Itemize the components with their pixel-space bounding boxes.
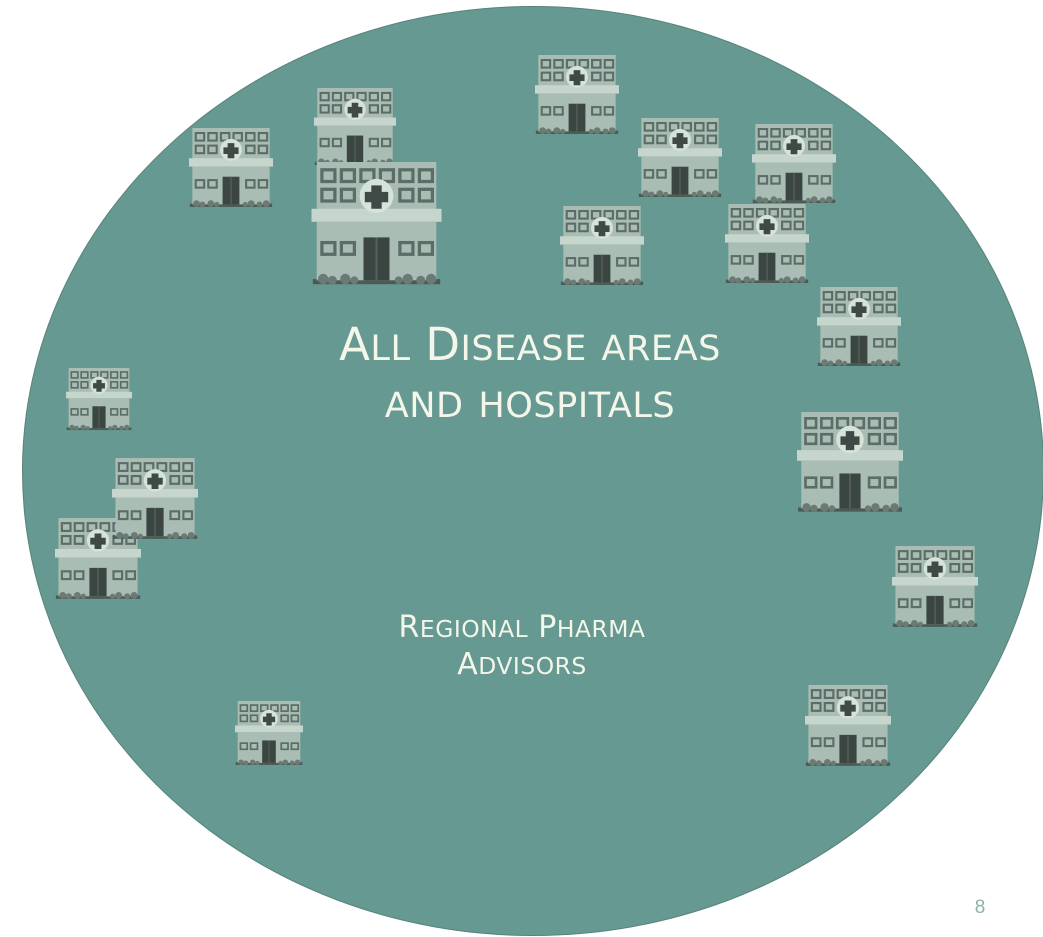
hospital-building-icon	[110, 458, 200, 544]
hospital-building-icon	[186, 128, 276, 212]
main-label-line-1: ALL DISEASE AREAS	[339, 318, 721, 371]
page-number: 8	[974, 897, 986, 918]
main-label-line-2: AND HOSPITALS	[384, 385, 676, 426]
hospital-building-icon	[533, 55, 621, 139]
hospital-building-icon	[310, 88, 400, 170]
hospital-building-icon	[635, 118, 725, 202]
hospital-building-icon	[722, 204, 812, 288]
hospital-building-icon	[803, 685, 893, 771]
hospital-building-icon	[62, 368, 136, 434]
hospital-building-icon	[749, 124, 839, 208]
hospital-building-icon	[305, 162, 448, 292]
sub-label-line-2: ADVISORS	[457, 647, 587, 682]
hospital-building-icon	[890, 546, 980, 632]
sub-label: REGIONAL PHARMA ADVISORS	[272, 610, 772, 684]
hospital-building-icon	[558, 206, 646, 290]
hospital-building-icon	[232, 701, 306, 769]
sub-label-line-1: REGIONAL PHARMA	[398, 610, 646, 645]
main-label: ALL DISEASE AREAS AND HOSPITALS	[200, 318, 860, 432]
